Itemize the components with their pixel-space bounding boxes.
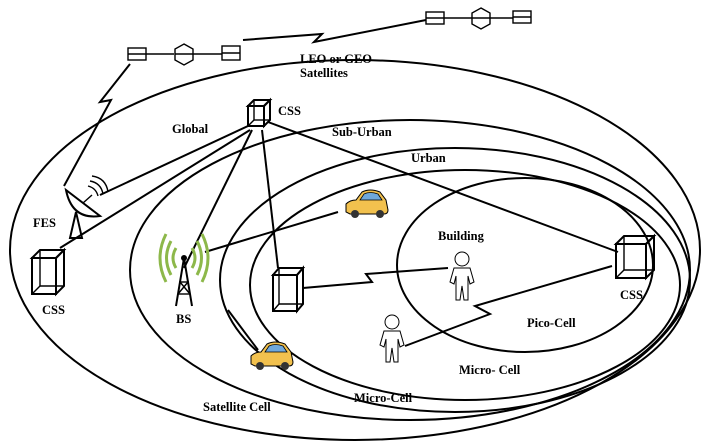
pico-cell-label: Pico-Cell bbox=[527, 316, 576, 330]
micro-cell-region bbox=[249, 169, 681, 401]
pico-cell-region bbox=[396, 177, 654, 353]
global-region bbox=[9, 59, 701, 441]
css-cube-left bbox=[29, 247, 67, 297]
css-top-label: CSS bbox=[278, 104, 301, 118]
car-icon-lower bbox=[250, 341, 294, 370]
inter-satellite-link bbox=[242, 19, 427, 44]
micro-to-building-link bbox=[302, 267, 449, 289]
css-cube-right bbox=[613, 233, 657, 281]
micro-cell-inner-label: Micro- Cell bbox=[459, 363, 521, 377]
pico-to-user-link bbox=[404, 265, 613, 347]
satellites-label-line1: LEO or GEO bbox=[300, 52, 372, 66]
building-label: Building bbox=[438, 229, 485, 243]
car-icon-upper bbox=[345, 189, 389, 218]
css-cube-top bbox=[245, 97, 273, 129]
person-icon-pico bbox=[379, 314, 405, 363]
fes-label: FES bbox=[33, 216, 56, 230]
satellite-fes-link bbox=[63, 63, 131, 187]
satellite-right bbox=[425, 7, 532, 30]
diagram-labels: LEO or GEO Satellites Global CSS Sub-Urb… bbox=[33, 52, 643, 414]
bs-label: BS bbox=[176, 312, 191, 326]
person-icon-building bbox=[449, 251, 475, 301]
coverage-regions bbox=[9, 59, 701, 441]
sub-urban-label: Sub-Urban bbox=[332, 125, 392, 139]
css-cube-micro bbox=[270, 265, 306, 314]
satellite-left bbox=[127, 43, 241, 66]
css-left-label: CSS bbox=[42, 303, 65, 317]
global-label: Global bbox=[172, 122, 209, 136]
css-right-label: CSS bbox=[620, 288, 643, 302]
urban-region bbox=[219, 147, 691, 413]
bs-tower-icon bbox=[158, 233, 210, 307]
urban-label: Urban bbox=[411, 151, 446, 165]
micro-cell-outer-label: Micro-Cell bbox=[354, 391, 413, 405]
fes-dish-icon bbox=[64, 175, 109, 239]
satellites-label-line2: Satellites bbox=[300, 66, 348, 80]
satellite-cell-label: Satellite Cell bbox=[203, 400, 271, 414]
css-connections bbox=[59, 121, 619, 351]
